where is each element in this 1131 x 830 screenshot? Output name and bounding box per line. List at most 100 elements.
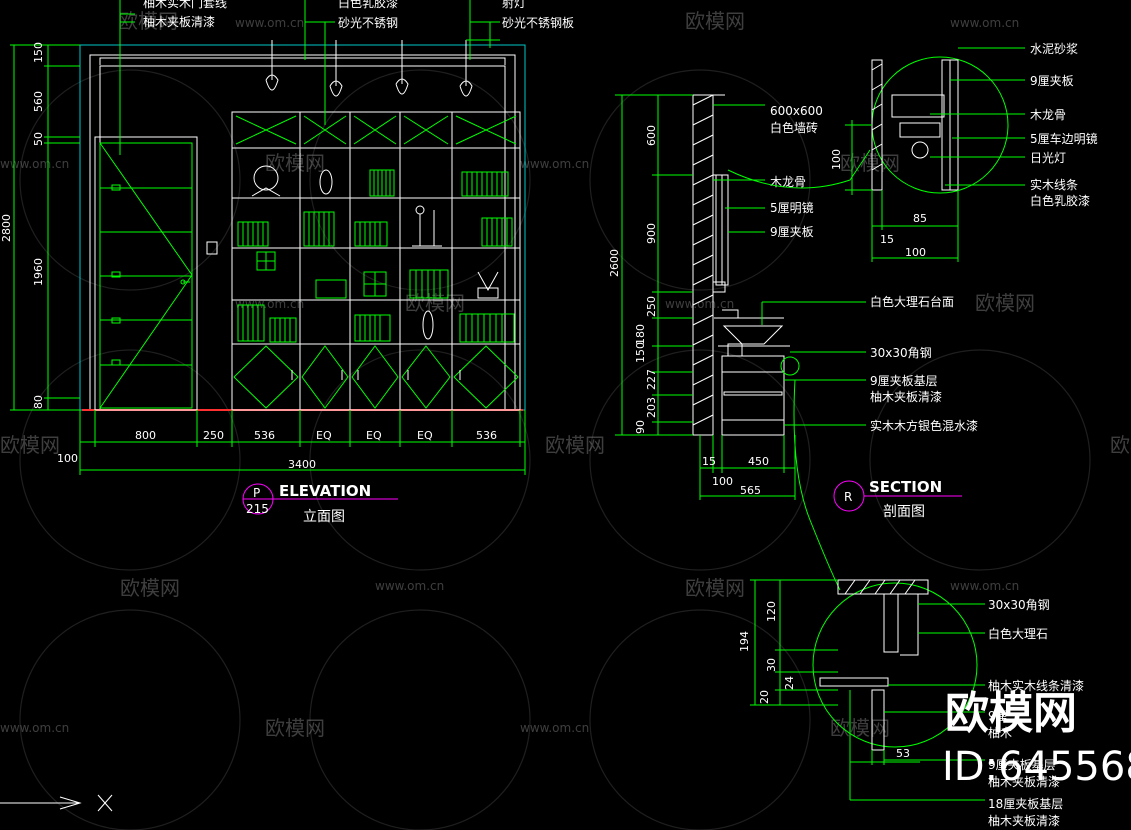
dim-1960: 1960 xyxy=(32,258,45,286)
dim-250: 250 xyxy=(203,429,224,442)
dim-180: 180 xyxy=(634,324,647,345)
watermark-brand: 欧模网 xyxy=(405,291,465,315)
pendant-lights xyxy=(265,40,473,97)
label-tile-size: 600x600 xyxy=(770,104,823,118)
elevation-left-dims xyxy=(10,44,80,411)
note-white-latex: 白色乳胶漆 xyxy=(338,0,398,10)
label-teak-moulding: 柚木实木线条清漆 xyxy=(988,678,1084,693)
watermark-url: www.om.cn xyxy=(520,157,589,171)
watermark-url: www.om.cn xyxy=(950,16,1019,30)
label-mirror: 5厘明镜 xyxy=(770,200,814,215)
watermark-url: www.om.cn xyxy=(0,721,69,735)
label-white-tile: 白色墙砖 xyxy=(770,120,818,135)
dim-3400: 3400 xyxy=(288,458,316,471)
watermark-brand: 欧模网 xyxy=(0,433,60,457)
label-angle-steel-detail: 30x30角钢 xyxy=(988,598,1050,612)
dim-150: 150 xyxy=(634,342,647,363)
door xyxy=(94,136,198,411)
detail-bottom: 30x30角钢 白色大理石 柚木实木线条清漆 9厘 柚木 9厘夹板基层 柚木夹板… xyxy=(738,579,1084,828)
bookcase xyxy=(231,40,521,411)
dim-100: 100 xyxy=(57,452,78,465)
note-stainless: 砂光不锈钢 xyxy=(338,16,398,30)
watermark-url: www.om.cn xyxy=(235,16,304,30)
dim-eq-1: EQ xyxy=(316,429,332,442)
watermark-brand: 欧模网 xyxy=(840,151,900,175)
dim-80: 80 xyxy=(32,395,45,409)
elevation-tag-number: 215 xyxy=(246,502,269,516)
section-title: SECTION xyxy=(869,478,942,496)
watermark-brand: 欧模网 xyxy=(265,716,325,740)
label-wood-batten: 实木木方银色混水漆 xyxy=(870,418,978,433)
dim-detail-15: 15 xyxy=(880,233,894,246)
label-white-marble: 白色大理石 xyxy=(988,626,1048,641)
label-marble-top: 白色大理石台面 xyxy=(870,294,954,309)
watermark-url: www.om.cn xyxy=(950,579,1019,593)
dim-800: 800 xyxy=(135,429,156,442)
dim-90: 90 xyxy=(634,420,647,434)
detail-top: 水泥砂浆 9厘夹板 木龙骨 5厘车边明镜 日光灯 实木线条 白色乳胶漆 100 … xyxy=(830,41,1098,262)
dim-2800: 2800 xyxy=(0,214,13,242)
watermark-brand: 欧模网 xyxy=(975,291,1035,315)
label-9mm-plywood: 9厘夹板 xyxy=(1030,74,1074,88)
dim-120: 120 xyxy=(765,601,778,622)
note-door-trim: 柚木实木门套线 xyxy=(143,0,227,10)
dim-227: 227 xyxy=(645,369,658,390)
watermark-brand: 欧模网 xyxy=(685,576,745,600)
section-left-dims xyxy=(615,94,693,436)
dim-900: 900 xyxy=(645,223,658,244)
dim-250: 250 xyxy=(645,296,658,317)
watermark-logo: 欧模网 xyxy=(945,688,1077,739)
label-white-latex: 白色乳胶漆 xyxy=(1030,193,1090,208)
ucs-icon xyxy=(0,794,113,812)
watermark-brand: 欧模网 xyxy=(118,9,178,33)
note-spotlight: 射灯 xyxy=(502,0,526,10)
elevation-drawing: 柚木实木门套线 柚木夹板清漆 白色乳胶漆 砂光不锈钢 射灯 砂光不锈钢板 150… xyxy=(0,0,574,525)
watermark-brand: 欧模网 xyxy=(265,151,325,175)
dim-536-left: 536 xyxy=(254,429,275,442)
watermark-url: www.om.cn xyxy=(235,297,304,311)
dim-150: 150 xyxy=(32,42,45,63)
label-9mm-base: 9厘夹板基层 xyxy=(988,758,1056,772)
dim-50: 50 xyxy=(32,132,45,146)
label-fluorescent: 日光灯 xyxy=(1030,151,1066,165)
section-drawing: 600x600 白色墙砖 木龙骨 5厘明镜 9厘夹板 白色大理石台面 30x30… xyxy=(608,94,978,591)
dim-53: 53 xyxy=(896,747,910,760)
dim-100-section: 100 xyxy=(712,475,733,488)
elevation-bottom-dims xyxy=(79,410,526,475)
dim-203: 203 xyxy=(645,397,658,418)
dim-eq-3: EQ xyxy=(417,429,433,442)
wall-switch xyxy=(206,241,218,255)
elevation-outer-frame xyxy=(79,44,526,411)
note-stainless-plate: 砂光不锈钢板 xyxy=(502,16,574,30)
dim-600: 600 xyxy=(645,125,658,146)
label-wood-joist: 木龙骨 xyxy=(770,175,806,189)
label-cement-mortar: 水泥砂浆 xyxy=(1030,41,1078,56)
dim-eq-2: EQ xyxy=(366,429,382,442)
section-subtitle: 剖面图 xyxy=(883,504,925,520)
dim-20: 20 xyxy=(758,690,771,704)
watermark-url: www.om.cn xyxy=(665,297,734,311)
elevation-tag-letter: P xyxy=(253,486,260,500)
watermark-brand: 欧模网 xyxy=(685,9,745,33)
section-tag-letter: R xyxy=(844,490,852,504)
dim-565: 565 xyxy=(740,484,761,497)
elevation-subtitle: 立面图 xyxy=(303,509,345,525)
watermark-brand: 欧模网 xyxy=(830,716,890,740)
watermark-brand: 欧模网 xyxy=(545,433,605,457)
label-teak: 柚木 xyxy=(988,725,1012,740)
watermark-url: www.om.cn xyxy=(520,721,589,735)
label-teak-varnish-c: 柚木夹板清漆 xyxy=(988,813,1060,828)
label-joist: 木龙骨 xyxy=(1030,108,1066,122)
label-plywood: 9厘夹板 xyxy=(770,225,814,239)
dim-450: 450 xyxy=(748,455,769,468)
watermark-id: ID:645568 xyxy=(942,744,1131,790)
dim-560: 560 xyxy=(32,91,45,112)
dim-194: 194 xyxy=(738,631,751,652)
label-plywood-base: 9厘夹板基层 xyxy=(870,374,938,388)
elevation-title: ELEVATION xyxy=(279,482,371,500)
label-bevel-mirror: 5厘车边明镜 xyxy=(1030,131,1098,146)
watermark-url: www.om.cn xyxy=(375,579,444,593)
dim-detail-100b: 100 xyxy=(905,246,926,259)
dim-536-right: 536 xyxy=(476,429,497,442)
